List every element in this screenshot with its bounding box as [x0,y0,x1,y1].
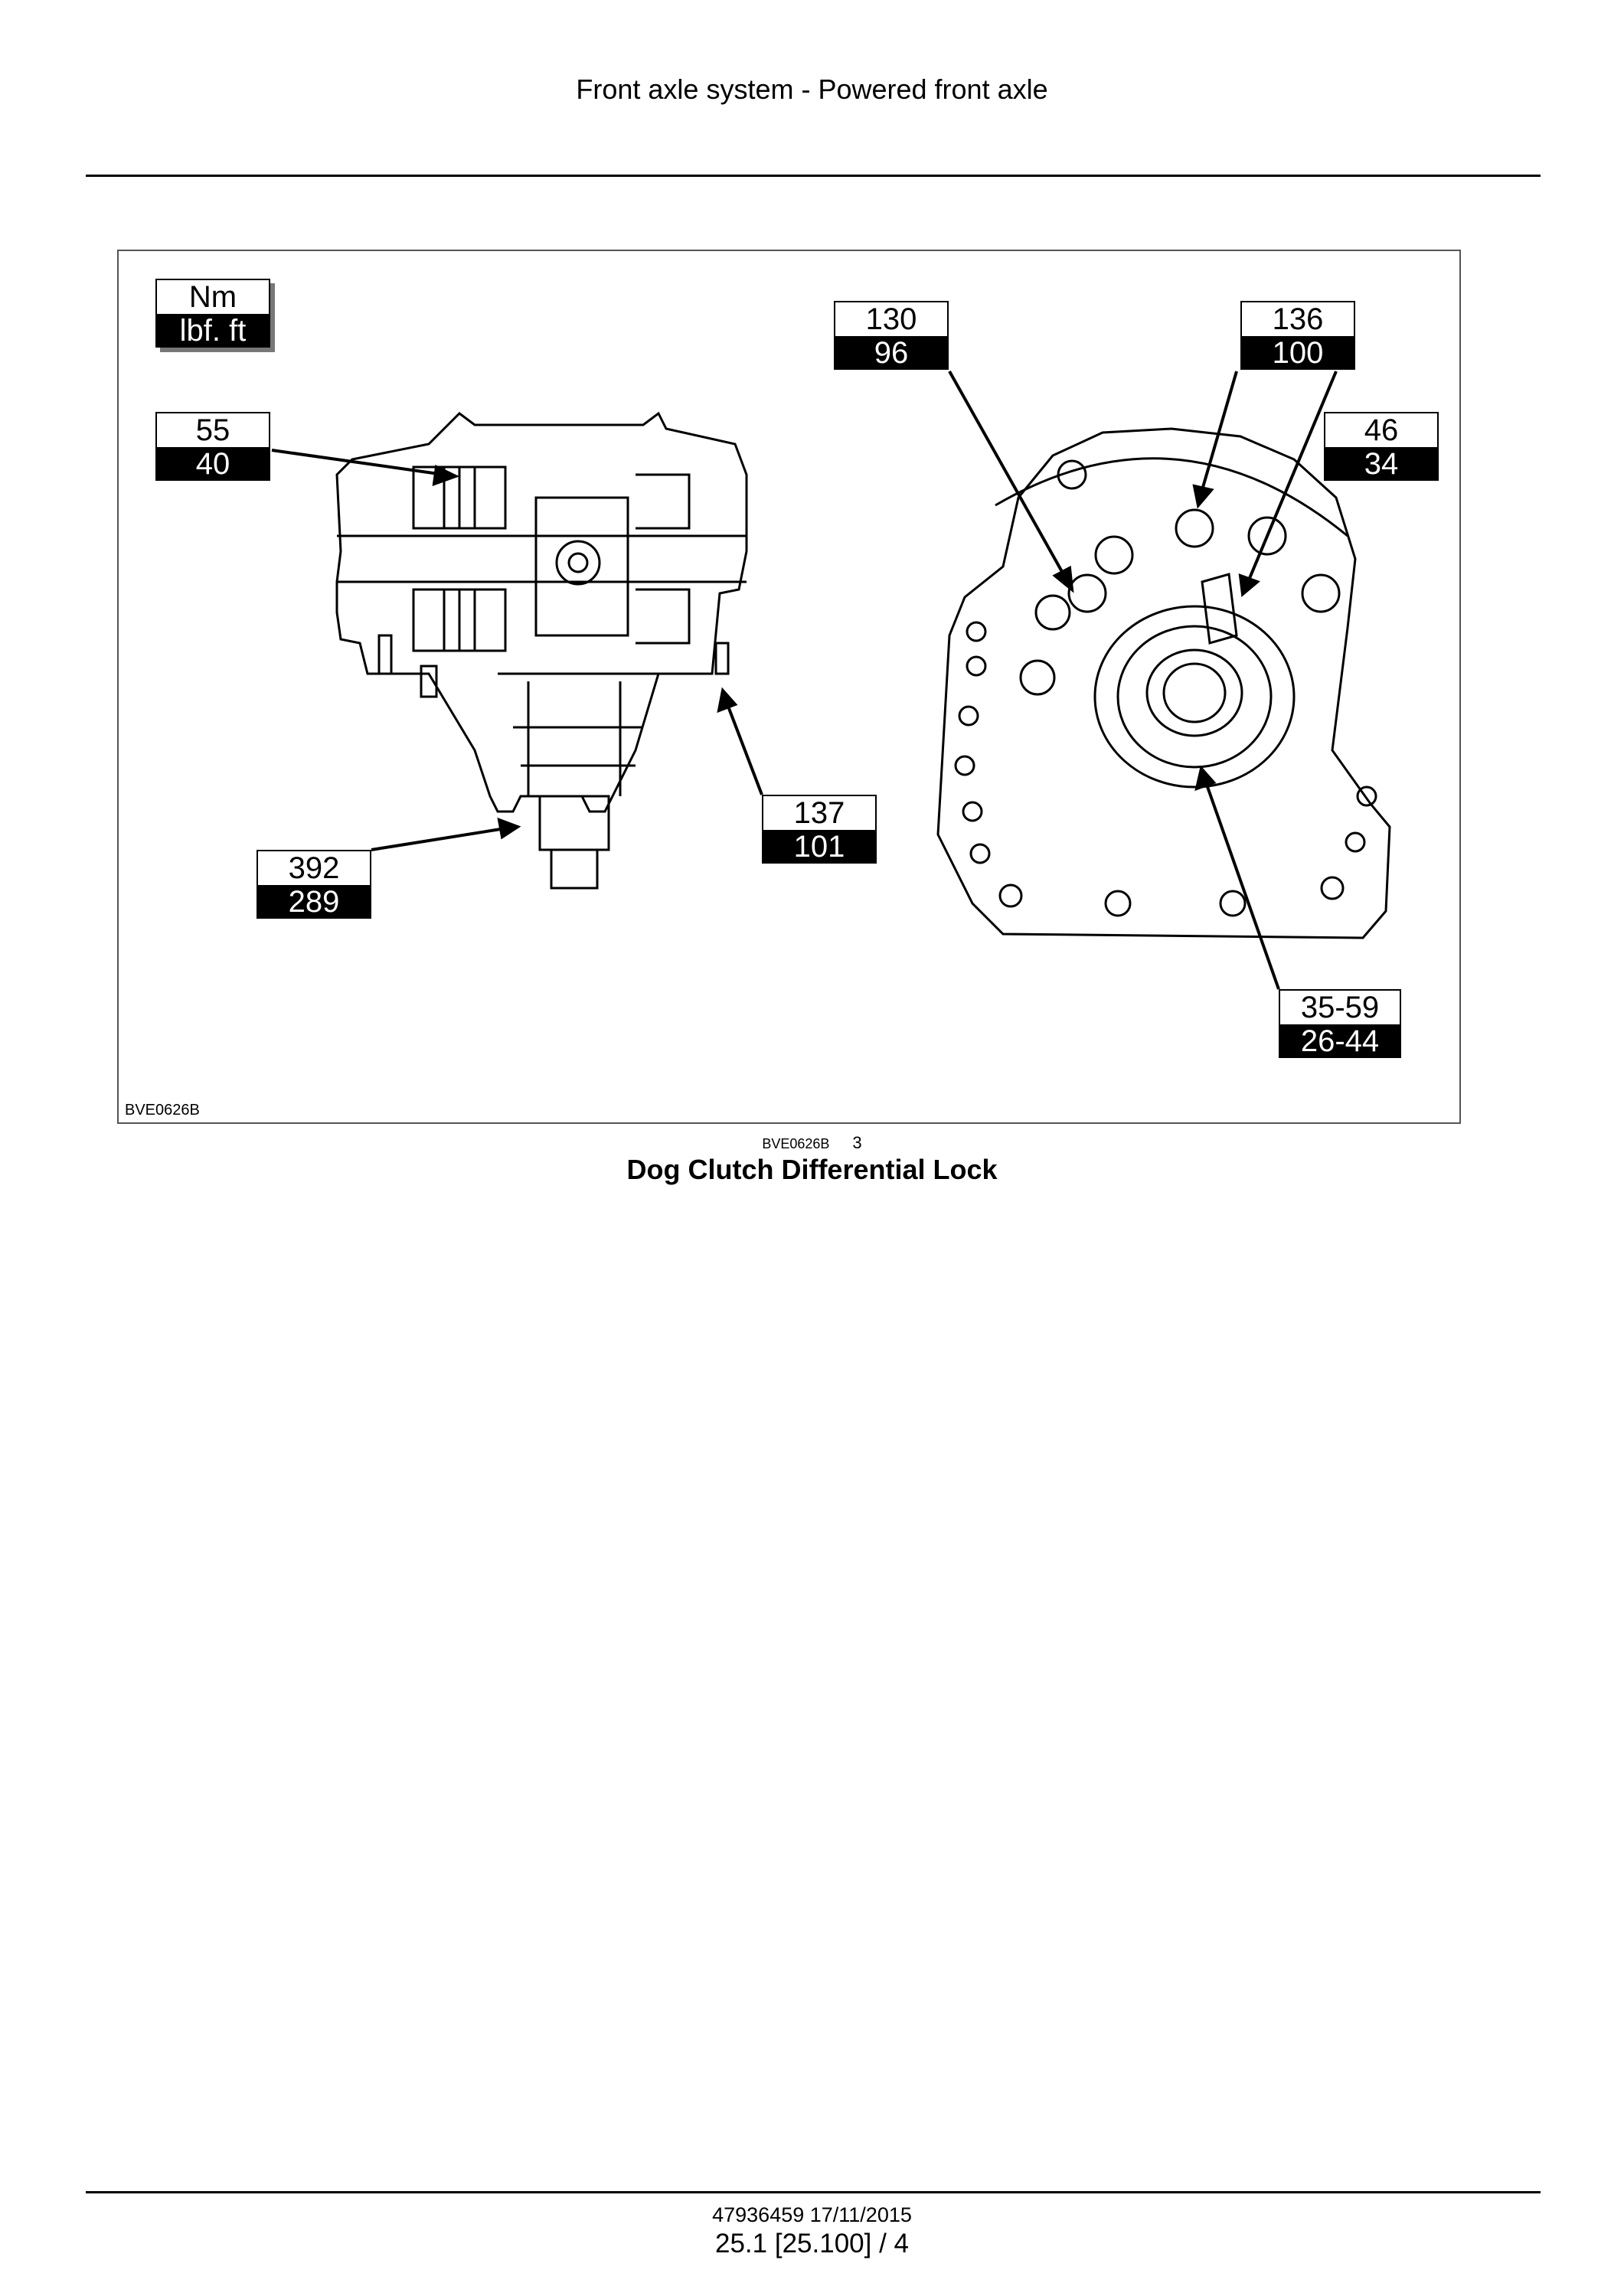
torque-nm: 35-59 [1300,991,1380,1024]
torque-label-130: 130 96 [834,301,949,370]
caption-number: 3 [852,1133,862,1152]
torque-nm: 392 [288,851,340,885]
torque-lbfft: 40 [157,447,269,481]
figure-caption-line: BVE0626B 3 [0,1133,1624,1153]
footer-doc-date: 47936459 17/11/2015 [712,2203,912,2226]
torque-lbfft: 289 [258,885,370,919]
units-legend-top: Nm [188,280,237,314]
leader-lines [271,371,1338,990]
torque-label-35-59: 35-59 26-44 [1279,989,1401,1058]
torque-label-137: 137 101 [762,795,877,864]
torque-label-55: 55 40 [155,412,270,481]
torque-nm: 130 [865,302,917,336]
torque-lbfft: 100 [1242,336,1354,370]
differential-assembly-drawing [335,411,748,890]
caption-code: BVE0626B [762,1136,830,1151]
header-rule [86,175,1541,177]
torque-nm: 55 [195,413,230,447]
torque-label-46: 46 34 [1324,412,1439,481]
figure-title: Dog Clutch Differential Lock [626,1154,998,1185]
units-legend: Nm lbf. ft [155,279,270,348]
page-header: Front axle system - Powered front axle [576,73,1048,105]
units-legend-bottom: lbf. ft [157,314,269,348]
torque-lbfft: 101 [763,830,875,864]
torque-lbfft: 34 [1325,447,1437,481]
torque-nm: 136 [1272,302,1324,336]
torque-label-136: 136 100 [1240,301,1355,370]
footer-rule [86,2191,1541,2193]
torque-nm: 46 [1364,413,1399,447]
torque-lbfft: 26-44 [1280,1024,1400,1058]
torque-label-392: 392 289 [257,850,371,919]
figure-frame: BVE0626B [117,250,1461,1124]
torque-nm: 137 [793,796,845,830]
footer-page-ref: 25.1 [25.100] / 4 [715,2229,909,2258]
axle-housing-drawing [936,427,1391,939]
torque-lbfft: 96 [835,336,947,370]
figure-code: BVE0626B [125,1102,200,1119]
